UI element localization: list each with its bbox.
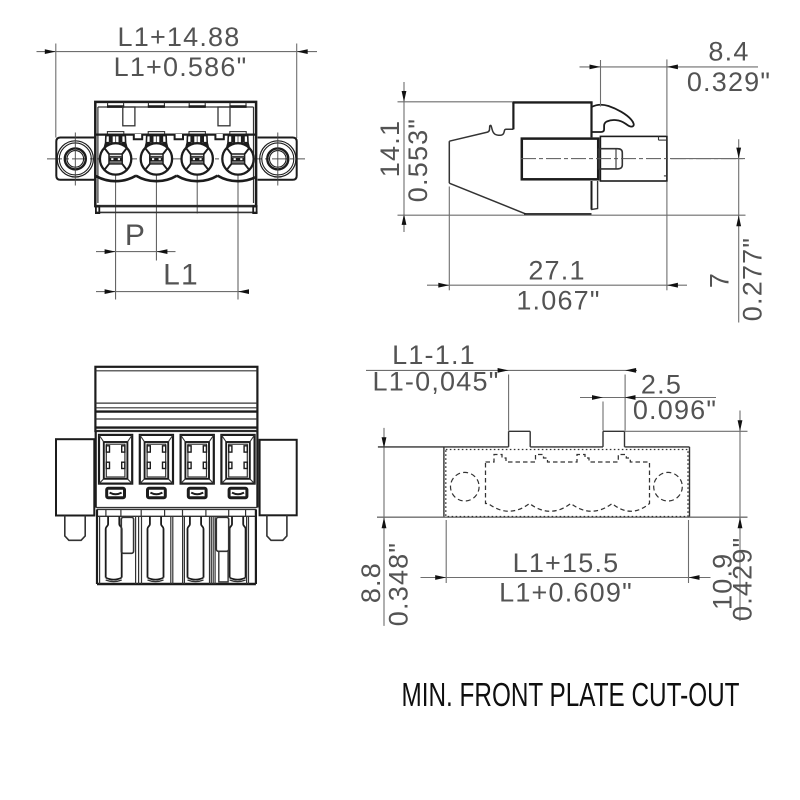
svg-text:8.4: 8.4 <box>708 37 749 67</box>
svg-text:P: P <box>125 219 146 252</box>
svg-text:L1: L1 <box>163 258 199 291</box>
svg-text:0.553": 0.553" <box>403 118 433 202</box>
svg-text:L1-0,045": L1-0,045" <box>373 366 500 396</box>
svg-text:27.1: 27.1 <box>528 256 585 286</box>
svg-text:1.067": 1.067" <box>516 285 600 315</box>
svg-text:2.5: 2.5 <box>641 369 682 399</box>
svg-text:L1+15.5: L1+15.5 <box>513 548 620 578</box>
svg-text:0.429": 0.429" <box>728 537 758 621</box>
svg-text:8.8: 8.8 <box>356 562 386 603</box>
svg-text:L1+14.88: L1+14.88 <box>118 22 241 52</box>
svg-text:14.1: 14.1 <box>375 120 405 177</box>
svg-text:L1-1.1: L1-1.1 <box>392 340 476 370</box>
svg-text:10.9: 10.9 <box>708 553 738 610</box>
svg-text:0.329": 0.329" <box>687 67 771 97</box>
svg-text:7: 7 <box>705 272 735 288</box>
svg-text:L1+0.586": L1+0.586" <box>114 52 248 82</box>
svg-text:0.096": 0.096" <box>633 395 717 425</box>
svg-text:MIN. FRONT PLATE CUT-OUT: MIN. FRONT PLATE CUT-OUT <box>402 676 740 713</box>
svg-text:0.277": 0.277" <box>738 237 768 321</box>
svg-text:L1+0.609": L1+0.609" <box>499 577 633 607</box>
svg-text:0.348": 0.348" <box>384 542 414 626</box>
